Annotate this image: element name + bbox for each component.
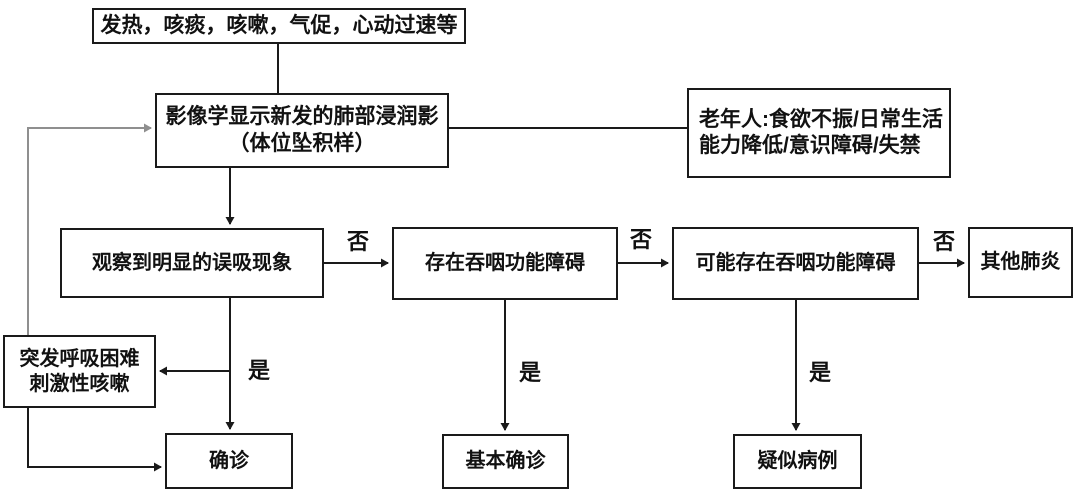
node-suspected-case: 疑似病例 bbox=[733, 434, 862, 489]
node-suspected-case-label: 疑似病例 bbox=[757, 450, 838, 472]
node-elderly-signs: 老年人:食欲不振/日常生活 能力降低/意识障碍/失禁 bbox=[687, 88, 951, 178]
node-elderly-line2: 能力降低/意识障碍/失禁 bbox=[699, 134, 921, 157]
edge-label-possible-yes: 是 bbox=[806, 355, 834, 387]
node-dysphagia: 存在吞咽功能障碍 bbox=[392, 227, 618, 300]
node-sudden-dyspnea: 突发呼吸困难 刺激性咳嗽 bbox=[3, 335, 156, 408]
node-imaging-infiltrate: 影像学显示新发的肺部浸润影 （体位坠积样） bbox=[155, 93, 449, 168]
node-dysphagia-label: 存在吞咽功能障碍 bbox=[425, 252, 585, 274]
edge-label-aspiration-no: 否 bbox=[344, 224, 372, 256]
edge-label-aspiration-yes: 是 bbox=[245, 353, 273, 385]
node-possible-dysphagia-label: 可能存在吞咽功能障碍 bbox=[695, 252, 896, 274]
node-sudden-dyspnea-line1: 突发呼吸困难 bbox=[19, 347, 140, 370]
node-imaging-line1: 影像学显示新发的肺部浸润影 bbox=[165, 105, 439, 129]
edge-label-dysphagia-yes: 是 bbox=[516, 355, 544, 387]
node-imaging-line2: （体位坠积样） bbox=[228, 131, 376, 155]
node-sudden-dyspnea-line2: 刺激性咳嗽 bbox=[29, 372, 130, 395]
node-basic-confirmed-label: 基本确诊 bbox=[465, 450, 546, 472]
node-elderly-line1: 老年人:食欲不振/日常生活 bbox=[699, 107, 943, 131]
node-symptoms: 发热，咳痰，咳嗽，气促，心动过速等 bbox=[92, 8, 466, 44]
node-other-pneumonia: 其他肺炎 bbox=[968, 227, 1073, 298]
node-other-pneumonia-label: 其他肺炎 bbox=[980, 251, 1061, 273]
node-symptoms-label: 发热，咳痰，咳嗽，气促，心动过速等 bbox=[100, 13, 458, 37]
node-confirmed-label: 确诊 bbox=[209, 449, 249, 472]
node-aspiration-observed: 观察到明显的误吸现象 bbox=[60, 228, 324, 298]
node-possible-dysphagia: 可能存在吞咽功能障碍 bbox=[672, 227, 919, 300]
node-aspiration-label: 观察到明显的误吸现象 bbox=[92, 251, 292, 274]
node-confirmed: 确诊 bbox=[165, 433, 293, 489]
node-basic-confirmed: 基本确诊 bbox=[442, 434, 569, 489]
edge-label-dysphagia-no: 否 bbox=[627, 222, 655, 254]
edge-label-possible-no: 否 bbox=[930, 224, 958, 256]
